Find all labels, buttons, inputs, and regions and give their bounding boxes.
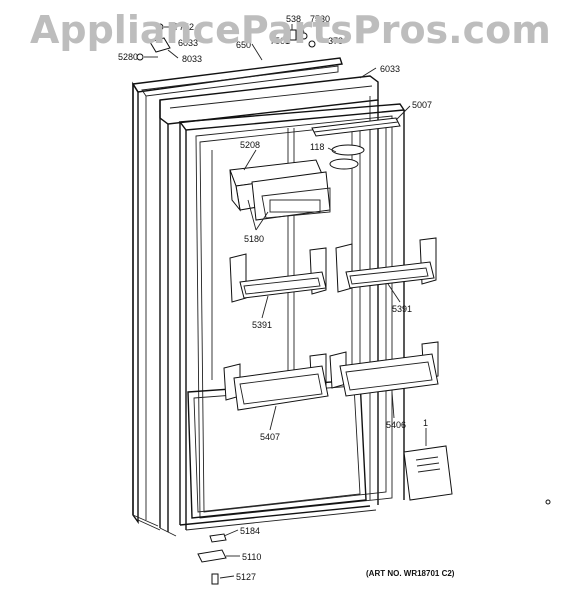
- callout-1: 1: [423, 418, 428, 428]
- callout-650: 650: [236, 40, 251, 50]
- door-shelf-5407: [223, 353, 329, 411]
- door-shelf-5406: [329, 341, 439, 397]
- callout-5180: 5180: [244, 234, 264, 244]
- callout-5280: 5280: [118, 52, 138, 62]
- owners-manual-1: [403, 445, 453, 501]
- top-hinge-hardware: [136, 23, 316, 61]
- callout-5391-right: 5391: [392, 304, 412, 314]
- callout-538: 538: [286, 14, 301, 24]
- callout-5407: 5407: [260, 432, 280, 442]
- watermark-text: AppliancePartsPros.com: [30, 8, 551, 52]
- callout-5184: 5184: [240, 526, 260, 536]
- callout-7530: 7530: [310, 14, 330, 24]
- door-liner: [178, 103, 406, 531]
- top-trim-5007: [311, 117, 401, 137]
- callout-5007: 5007: [412, 100, 432, 110]
- butter-cover-118: [329, 144, 365, 170]
- callout-118: 118: [310, 142, 324, 152]
- callout-6033-top: 6033: [178, 38, 198, 48]
- callout-5391-left: 5391: [252, 320, 272, 330]
- callout-378: 378: [328, 36, 343, 46]
- callout-8033: 8033: [182, 54, 202, 64]
- callout-6033: 6033: [380, 64, 400, 74]
- callout-5208: 5208: [240, 140, 260, 150]
- callout-5406: 5406: [386, 420, 406, 430]
- callout-5127: 5127: [236, 572, 256, 582]
- callout-5110: 5110: [242, 552, 261, 562]
- callout-7501: 7501: [270, 36, 290, 46]
- door-shelf-5391-left: [229, 247, 327, 303]
- leader-lines: [144, 23, 427, 579]
- outer-door-panel: [131, 57, 343, 531]
- art-number: (ART NO. WR18701 C2): [366, 569, 455, 578]
- bottom-hardware: [197, 499, 551, 585]
- callout-7752: 7752: [174, 22, 194, 32]
- dairy-bin-5208: [229, 159, 331, 221]
- door-shelf-5391-right: [335, 237, 437, 293]
